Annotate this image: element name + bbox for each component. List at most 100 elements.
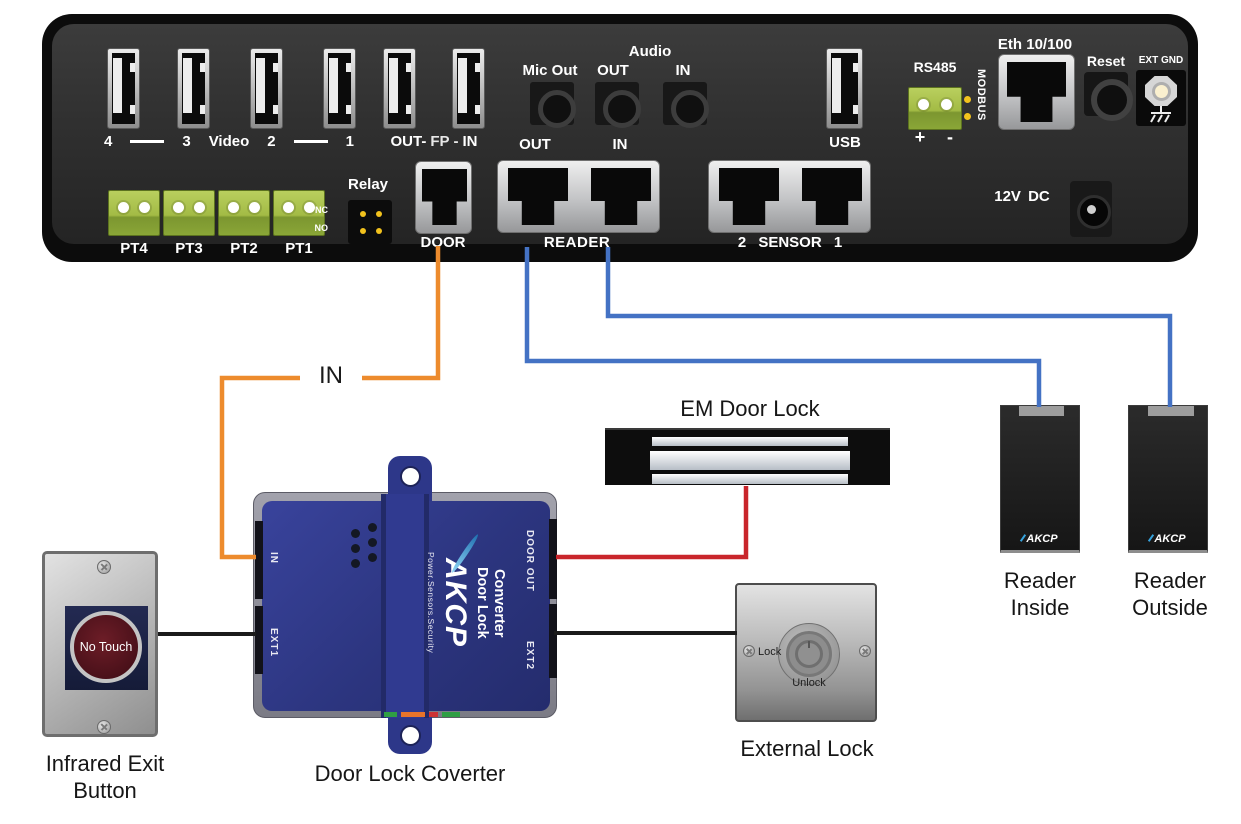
audio-in-label: IN <box>675 62 691 79</box>
converter-door-out-label: DOOR OUT <box>524 530 535 592</box>
reader-inside-caption: Reader Inside <box>975 567 1105 621</box>
akcp-logo: AKCP <box>1129 533 1207 545</box>
power-label: 12V DC <box>994 188 1050 205</box>
video-dash-icon <box>293 140 328 143</box>
ext-gnd-stud-icon <box>1136 70 1186 126</box>
fp-in-port-icon <box>452 48 485 129</box>
infrared-exit-button: No Touch <box>42 551 158 737</box>
screw-icon <box>743 645 755 657</box>
sensor-ports-icon <box>708 160 871 233</box>
exit-button-caption-line1: Infrared Exit <box>45 751 165 776</box>
indicator-mark-icon <box>401 712 425 717</box>
akcp-logo: AKCP <box>439 558 472 648</box>
audio-out-jack-icon <box>595 82 641 128</box>
converter-name-line2: Converter <box>491 568 507 638</box>
sensor-label: 2 SENSOR 1 <box>737 234 843 251</box>
indicator-mark-icon <box>384 712 397 717</box>
pt2-terminal-icon <box>218 190 270 236</box>
door-lock-converter: IN EXT1 DOOR OUT EXT2 Power.Sensors.Secu… <box>253 456 557 754</box>
pt2-label: PT2 <box>230 240 258 257</box>
speaker-hole-icon <box>351 544 360 553</box>
converter-ext1-label: EXT1 <box>268 628 279 658</box>
device-rear-panel: 4 3 Video 2 1 OUT- FP - IN Audio Mic Out… <box>42 14 1198 262</box>
video-port-2-label: 2 <box>267 133 276 150</box>
reader-sensor-strip-icon <box>1148 406 1194 416</box>
relay-jumper-icon <box>348 200 392 244</box>
mounting-hole-icon <box>400 725 421 746</box>
no-touch-button: No Touch <box>70 611 142 683</box>
speaker-hole-icon <box>351 529 360 538</box>
rs485-terminal-icon <box>908 87 962 130</box>
pt3-label: PT3 <box>175 240 203 257</box>
converter-branding: Power.Sensors.Security AKCP Door Lock Co… <box>426 503 522 703</box>
video-port-4-label: 4 <box>104 133 113 150</box>
usb-label: USB <box>829 134 861 151</box>
audio-out-label: OUT <box>597 62 629 79</box>
mounting-hole-icon <box>400 466 421 487</box>
ext2-port-icon <box>549 604 557 678</box>
reader-out-wire <box>524 247 1042 407</box>
video-port-2-icon <box>250 48 283 129</box>
converter-ext2-label: EXT2 <box>524 641 535 671</box>
ethernet-label: Eth 10/100 <box>997 36 1073 53</box>
front-panel-ports-label: OUT- FP - IN <box>382 133 486 150</box>
modbus-label: MODBUS <box>975 69 987 121</box>
reader-inside-caption-line2: Inside <box>1010 595 1070 620</box>
speaker-hole-icon <box>368 538 377 547</box>
panel-face: 4 3 Video 2 1 OUT- FP - IN Audio Mic Out… <box>52 24 1188 257</box>
pt3-terminal-icon <box>163 190 215 236</box>
external-lock-caption: External Lock <box>740 736 874 761</box>
rs485-label: RS485 <box>913 59 957 75</box>
em-door-lock-caption: EM Door Lock <box>680 396 820 421</box>
reader-out-label: OUT <box>519 136 551 153</box>
video-group-label: Video <box>208 133 250 150</box>
magnet-strip-icon <box>652 474 848 484</box>
converter-caption: Door Lock Coverter <box>314 761 506 786</box>
reader-outside-caption-line2: Outside <box>1132 595 1208 620</box>
fp-out-port-icon <box>383 48 416 129</box>
screw-icon <box>859 645 871 657</box>
video-port-3-label: 3 <box>182 133 191 150</box>
mic-out-jack-icon <box>530 82 576 128</box>
ext-gnd-label: EXT GND <box>1138 55 1184 66</box>
reader-outside-caption: Reader Outside <box>1105 567 1235 621</box>
external-lock: Lock Unlock <box>735 583 877 722</box>
video-port-1-icon <box>323 48 356 129</box>
door-out-port-icon <box>549 519 557 599</box>
speaker-hole-icon <box>351 559 360 568</box>
video-port-3-icon <box>177 48 210 129</box>
exit-button-caption-line2: Button <box>73 778 137 803</box>
ethernet-port-icon <box>998 54 1075 130</box>
fp-label: FP <box>430 133 450 150</box>
pt1-label: PT1 <box>285 240 313 257</box>
video-port-1-label: 1 <box>345 133 354 150</box>
pt4-terminal-icon <box>108 190 160 236</box>
magnet-strip-icon <box>652 437 848 446</box>
screw-icon <box>97 560 111 574</box>
video-dash-icon <box>130 140 165 143</box>
reader-inside-device: AKCP <box>1000 405 1080 553</box>
rs485-minus-label: - <box>947 127 953 147</box>
akcp-tagline: Power.Sensors.Security <box>426 551 436 654</box>
indicator-mark-icon <box>442 712 460 717</box>
usb-port-icon <box>826 48 863 129</box>
pt4-label: PT4 <box>120 240 148 257</box>
door-port-icon <box>415 161 472 234</box>
door-wire-in-label: IN <box>300 362 362 390</box>
converter-in-label: IN <box>268 552 279 564</box>
speaker-hole-icon <box>368 523 377 532</box>
reader-ports-icon <box>497 160 660 233</box>
ext1-port-icon <box>255 606 263 674</box>
reader-inside-caption-line1: Reader <box>1003 568 1077 593</box>
rs485-plus-label: + <box>914 127 926 147</box>
modbus-pin-icon <box>964 113 971 120</box>
akcp-logo: AKCP <box>1001 533 1079 545</box>
video-ports-label: 4 3 Video 2 1 <box>104 133 354 150</box>
relay-no-label: NO <box>314 223 329 233</box>
indicator-mark-icon <box>429 712 438 717</box>
modbus-pin-icon <box>964 96 971 103</box>
speaker-hole-icon <box>368 553 377 562</box>
reader-in-wire <box>605 247 1173 407</box>
reader-outside-device: AKCP <box>1128 405 1208 553</box>
